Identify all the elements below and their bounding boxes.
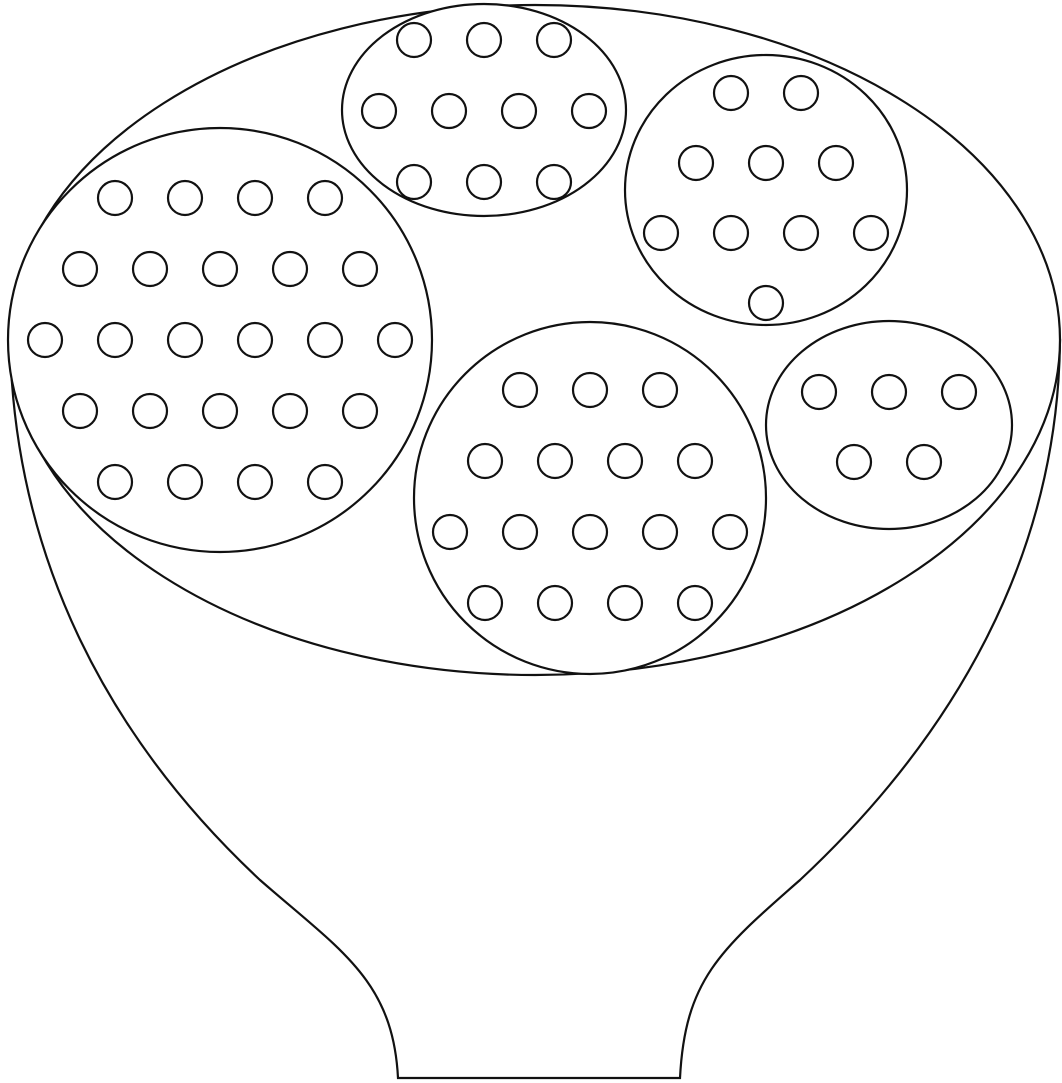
hole	[572, 94, 606, 128]
hole	[608, 586, 642, 620]
hole	[538, 444, 572, 478]
group-top-right	[625, 55, 907, 325]
hole	[503, 515, 537, 549]
hole	[308, 465, 342, 499]
hole	[714, 76, 748, 110]
hole	[538, 586, 572, 620]
hole	[749, 286, 783, 320]
hole	[784, 76, 818, 110]
group-bottom-center	[414, 322, 766, 674]
hole	[238, 323, 272, 357]
hole	[537, 23, 571, 57]
hole	[63, 252, 97, 286]
hole	[362, 94, 396, 128]
hole	[308, 181, 342, 215]
hole	[573, 515, 607, 549]
hole	[713, 515, 747, 549]
hole	[168, 323, 202, 357]
hole	[468, 444, 502, 478]
group-outline	[8, 128, 432, 552]
hole	[714, 216, 748, 250]
group-outline	[766, 321, 1012, 529]
hole	[784, 216, 818, 250]
hole	[168, 181, 202, 215]
hole	[503, 373, 537, 407]
hole	[63, 394, 97, 428]
hole	[643, 515, 677, 549]
group-outline	[625, 55, 907, 325]
hole	[678, 444, 712, 478]
hole	[872, 375, 906, 409]
hole	[98, 181, 132, 215]
hole	[238, 465, 272, 499]
hole	[133, 394, 167, 428]
hole	[679, 146, 713, 180]
hole	[433, 515, 467, 549]
hole	[468, 586, 502, 620]
hole	[98, 323, 132, 357]
hole	[802, 375, 836, 409]
hole	[942, 375, 976, 409]
hole	[343, 252, 377, 286]
hole	[273, 394, 307, 428]
hole	[203, 394, 237, 428]
hole	[397, 23, 431, 57]
hole	[819, 146, 853, 180]
hole	[273, 252, 307, 286]
hole	[749, 146, 783, 180]
hole	[467, 23, 501, 57]
group-left-large	[8, 128, 432, 552]
hole	[608, 444, 642, 478]
hole	[643, 373, 677, 407]
hole	[98, 465, 132, 499]
hole	[644, 216, 678, 250]
hole	[837, 445, 871, 479]
hole	[432, 94, 466, 128]
group-top	[342, 4, 626, 216]
hole	[343, 394, 377, 428]
hole	[907, 445, 941, 479]
hole	[133, 252, 167, 286]
hole	[238, 181, 272, 215]
hole	[378, 323, 412, 357]
hole	[203, 252, 237, 286]
hole	[397, 165, 431, 199]
hole	[467, 165, 501, 199]
hole	[678, 586, 712, 620]
group-right-small	[766, 321, 1012, 529]
hole	[308, 323, 342, 357]
hole	[502, 94, 536, 128]
hole	[854, 216, 888, 250]
hole	[28, 323, 62, 357]
hole	[537, 165, 571, 199]
hole	[573, 373, 607, 407]
hole	[168, 465, 202, 499]
